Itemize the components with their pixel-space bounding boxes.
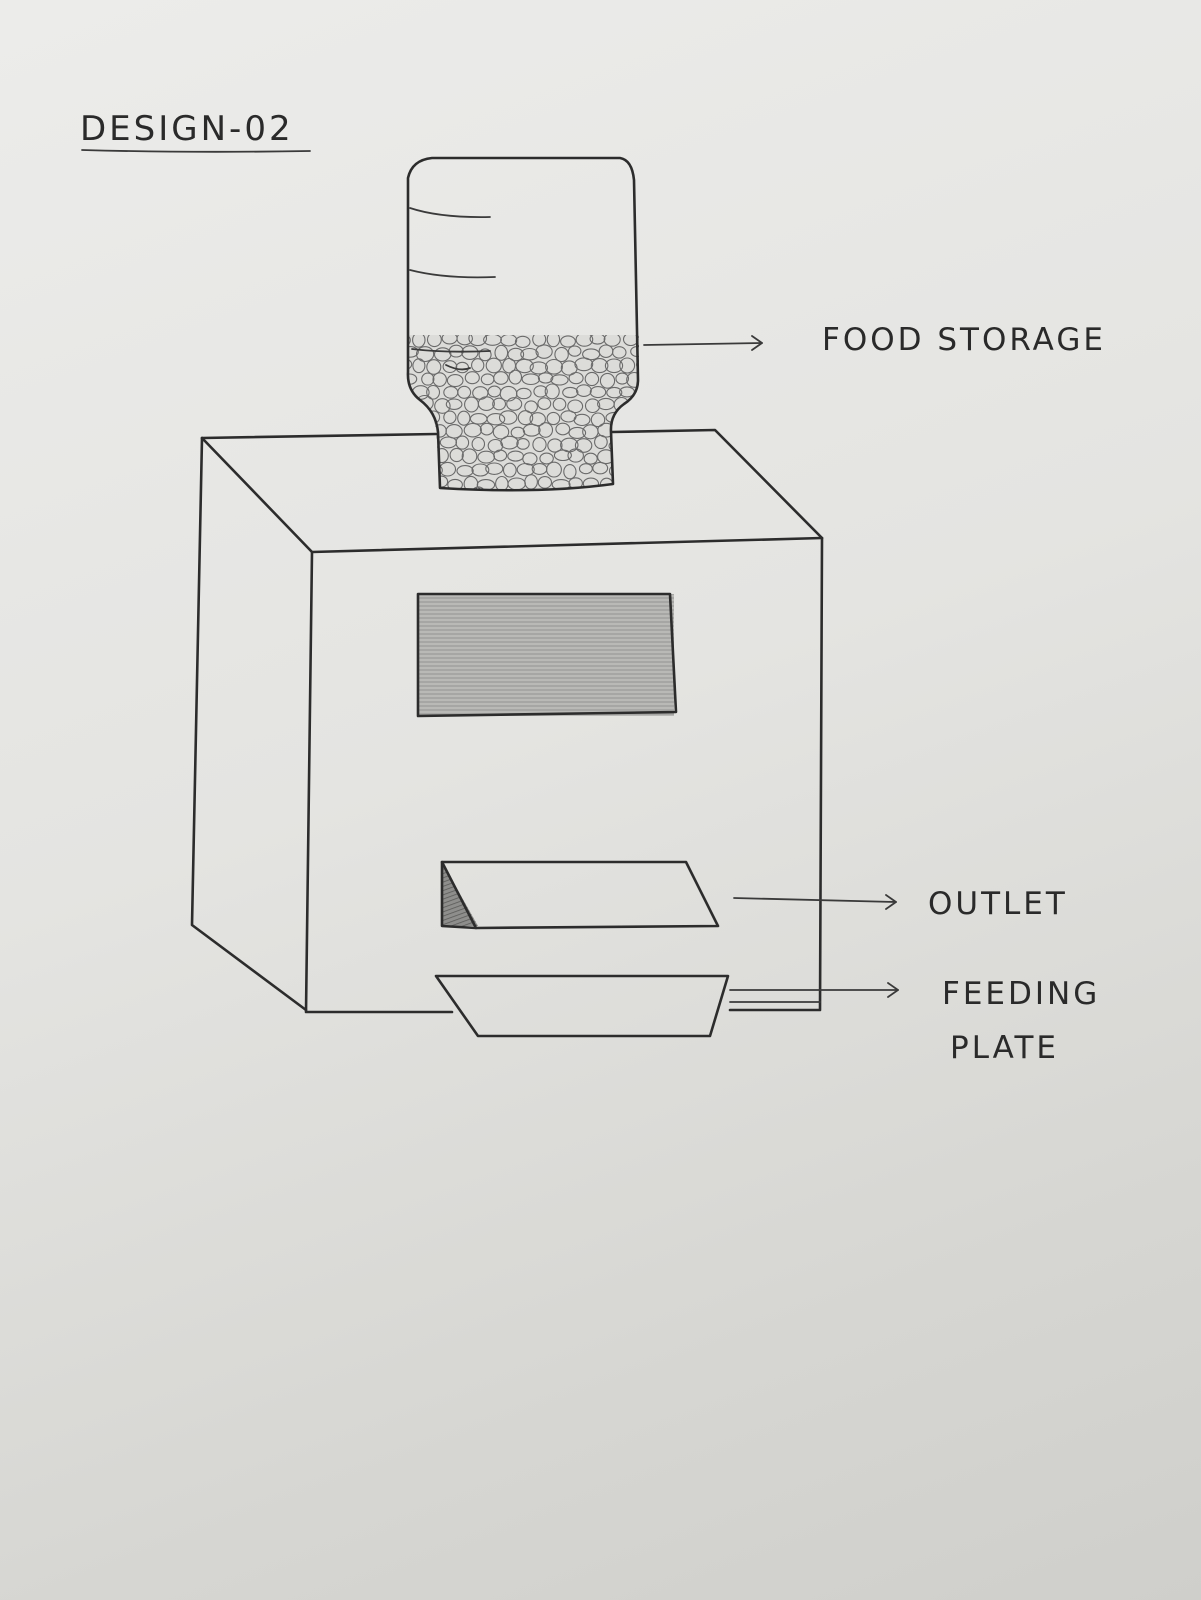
food-pellet bbox=[616, 451, 629, 465]
feeding-plate-callout: FEEDING PLATE bbox=[730, 976, 1100, 1066]
food-pellet bbox=[589, 490, 605, 500]
food-pellet bbox=[459, 490, 472, 504]
feeding-plate-label-line1: FEEDING bbox=[942, 976, 1100, 1012]
food-pellet bbox=[544, 490, 561, 503]
food-pellet bbox=[412, 487, 425, 502]
food-pellet bbox=[621, 464, 636, 476]
food-pellet bbox=[622, 436, 638, 451]
food-pellet bbox=[442, 489, 455, 501]
food-pellet bbox=[409, 464, 424, 476]
title-underline bbox=[82, 150, 310, 152]
food-pellet bbox=[502, 491, 519, 505]
food-pellet bbox=[397, 438, 411, 449]
feeding-plate-label-line2: PLATE bbox=[950, 1030, 1059, 1066]
food-pellet bbox=[399, 412, 412, 426]
outlet-label: OUTLET bbox=[928, 886, 1068, 922]
food-pellet bbox=[398, 465, 411, 479]
food-storage-container bbox=[396, 158, 653, 505]
food-pellet bbox=[418, 452, 434, 462]
food-pellet bbox=[402, 477, 418, 490]
food-storage-callout: FOOD STORAGE bbox=[644, 322, 1106, 358]
food-pellet bbox=[623, 488, 639, 503]
food-pellet bbox=[401, 451, 418, 465]
diagram-title: DESIGN-02 bbox=[80, 109, 294, 149]
food-pellet bbox=[639, 411, 651, 422]
outlet-callout: OUTLET bbox=[734, 886, 1068, 922]
outlet-chute bbox=[442, 862, 718, 928]
food-pellet bbox=[576, 489, 589, 502]
food-pellet bbox=[396, 489, 414, 503]
food-pellet bbox=[402, 399, 420, 413]
food-pellet bbox=[428, 490, 442, 504]
food-storage-label: FOOD STORAGE bbox=[822, 322, 1106, 358]
food-pellet bbox=[418, 476, 432, 487]
food-pellet bbox=[638, 385, 651, 397]
food-pellet bbox=[396, 386, 410, 397]
food-pellet bbox=[619, 409, 635, 423]
food-pellet bbox=[627, 477, 643, 488]
food-pellet bbox=[404, 428, 416, 438]
food-pellet bbox=[412, 438, 425, 449]
food-pellet bbox=[486, 490, 501, 505]
food-pellet bbox=[608, 489, 624, 500]
food-pellet bbox=[531, 493, 547, 503]
food-pellet bbox=[616, 477, 628, 490]
food-pellet bbox=[409, 413, 426, 423]
food-pellet bbox=[561, 491, 574, 506]
food-pellet bbox=[634, 438, 651, 449]
food-pellet bbox=[635, 462, 652, 474]
display-window bbox=[418, 594, 676, 716]
food-pellet bbox=[637, 491, 651, 504]
feeder-body bbox=[192, 430, 822, 1012]
feeding-plate bbox=[436, 976, 728, 1036]
food-pellet bbox=[627, 451, 643, 466]
food-pellet bbox=[514, 491, 532, 501]
